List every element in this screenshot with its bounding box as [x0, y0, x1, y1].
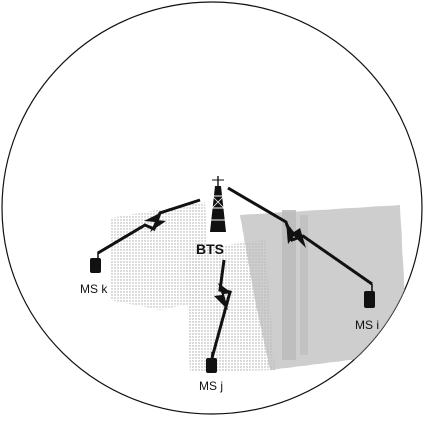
building-left [110, 202, 210, 310]
ms-j-label: MS j [199, 379, 223, 393]
radio-links [97, 186, 373, 359]
radio-link-ms-i-bolt [286, 222, 306, 248]
building-right [240, 205, 405, 370]
radio-link-ms-j-bolt [214, 283, 232, 310]
building-tower-right [282, 210, 296, 360]
ms-i-label: MS i [355, 318, 379, 332]
building-tower-mid [300, 215, 308, 355]
ms-k-label: MS k [80, 282, 108, 296]
bts-label: BTS [196, 241, 224, 257]
bts-tower-icon [210, 176, 226, 232]
ms-i-phone-icon [364, 284, 375, 308]
ms-k-phone-icon [90, 252, 101, 273]
background-texture [110, 202, 405, 372]
radio-link-ms-i [227, 186, 373, 286]
ms-j-phone-icon [206, 352, 217, 373]
radio-link-ms-k-bolt [144, 213, 166, 232]
